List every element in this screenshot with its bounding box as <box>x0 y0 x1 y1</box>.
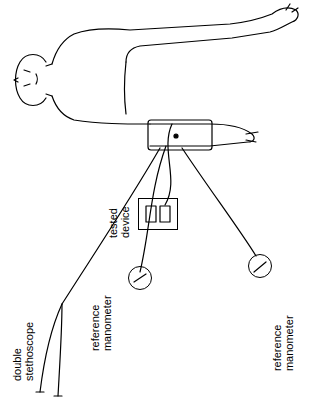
node-label: reference manometer <box>271 301 295 371</box>
part-label: double stethoscope <box>11 311 35 381</box>
device-box <box>138 198 178 230</box>
manometer-dial <box>128 266 152 290</box>
manometer-dial <box>248 254 272 278</box>
node-label: reference manometer <box>89 281 113 351</box>
node-label: tested device <box>107 194 131 238</box>
